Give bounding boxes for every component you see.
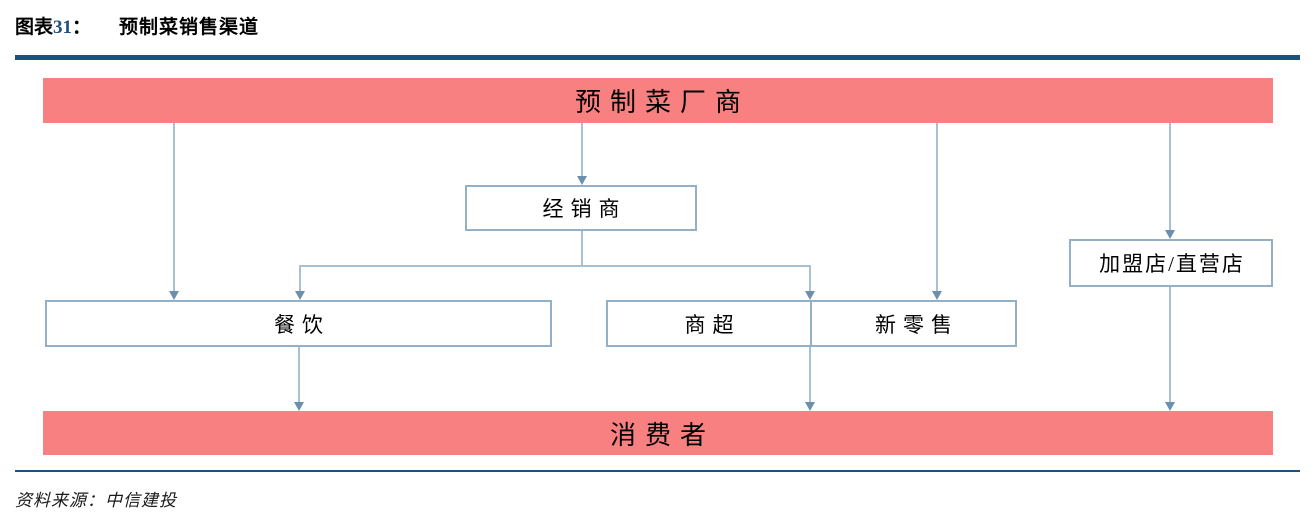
node-franchise-store: 加盟店/直营店 bbox=[1069, 239, 1273, 287]
figure-name: 预制菜销售渠道 bbox=[119, 17, 260, 38]
connector-line bbox=[299, 265, 811, 267]
bottom-divider-rule bbox=[15, 470, 1300, 472]
connector-line bbox=[298, 347, 300, 403]
figure-number: 31 bbox=[53, 17, 73, 38]
arrow-down-icon bbox=[932, 291, 942, 300]
connector-line bbox=[1169, 123, 1171, 231]
figure-colon: ： bbox=[72, 17, 92, 38]
arrow-down-icon bbox=[1165, 230, 1175, 239]
arrow-down-icon bbox=[295, 291, 305, 300]
connector-line bbox=[299, 265, 301, 292]
connector-line bbox=[809, 347, 811, 403]
figure-label: 图表 bbox=[15, 17, 54, 38]
connector-line bbox=[936, 123, 938, 292]
node-new-retail: 新零售 bbox=[810, 300, 1017, 347]
arrow-down-icon bbox=[169, 291, 179, 300]
arrow-down-icon bbox=[1165, 402, 1175, 411]
connector-line bbox=[581, 123, 583, 177]
arrow-down-icon bbox=[805, 402, 815, 411]
node-catering: 餐饮 bbox=[45, 300, 552, 347]
figure-title: 图表31： 预制菜销售渠道 bbox=[15, 12, 259, 39]
connector-line bbox=[173, 123, 175, 292]
source-note: 资料来源：中信建投 bbox=[15, 491, 177, 510]
arrow-down-icon bbox=[577, 176, 587, 185]
top-divider-rule bbox=[15, 55, 1300, 60]
node-consumer: 消费者 bbox=[43, 411, 1273, 455]
connector-line bbox=[809, 265, 811, 292]
arrow-down-icon bbox=[294, 402, 304, 411]
node-distributor: 经销商 bbox=[465, 185, 697, 231]
node-supermarket: 商超 bbox=[606, 300, 812, 347]
connector-line bbox=[581, 231, 583, 266]
connector-line bbox=[1169, 287, 1171, 403]
arrow-down-icon bbox=[805, 291, 815, 300]
node-manufacturer: 预制菜厂商 bbox=[43, 78, 1273, 123]
